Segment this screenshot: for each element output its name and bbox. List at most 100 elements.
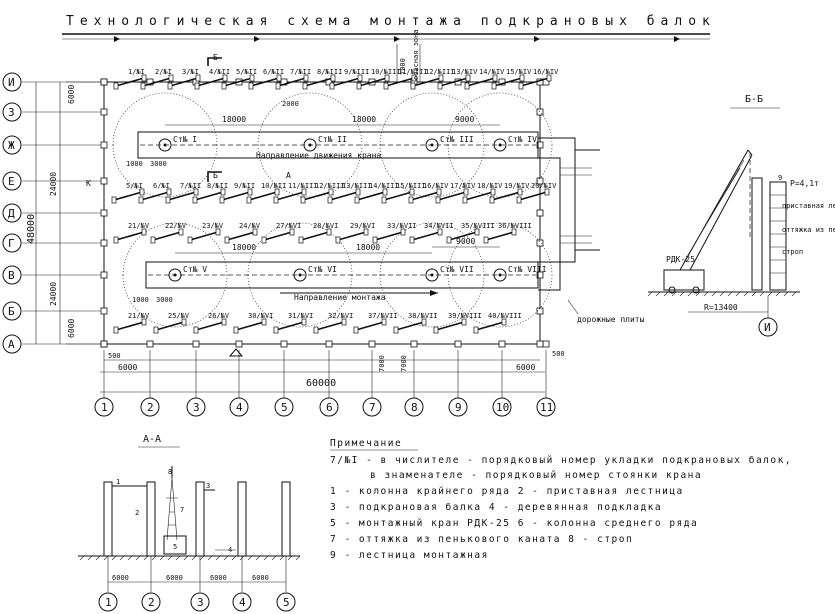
beam-b-5: 32/№VI xyxy=(313,312,353,334)
section-bb-title: Б-Б xyxy=(745,94,763,105)
beam-d-10: 36/№VIII xyxy=(483,222,532,244)
beam-label: 36/№VIII xyxy=(498,222,532,230)
row-axis-label: В xyxy=(8,269,15,282)
beam-b-9: 40/№VIII xyxy=(473,312,522,334)
row-axis-5: Г xyxy=(2,233,22,253)
direction-crane-label: Направление движения крана xyxy=(256,151,381,160)
beam-top-1: 2/№I xyxy=(140,68,174,90)
crane-stop-bottom-1: Ст№ V xyxy=(168,265,207,282)
bb-ladder-label: приставная лестница xyxy=(782,202,835,210)
aa-column-1 xyxy=(103,481,113,557)
beam-label: 38/№VII xyxy=(408,312,438,320)
beam-label: 8/№III xyxy=(317,68,342,76)
aa-axis-label: 1 xyxy=(105,596,112,609)
row-axis-label: Б xyxy=(8,305,15,318)
crane-body xyxy=(663,269,705,291)
row-axis-1: З xyxy=(2,102,22,122)
beam-e-15: 20/№IV xyxy=(516,182,557,204)
note-line-2: в знаменателе - порядковый номер стоянки… xyxy=(370,470,702,481)
beam-b-2: 26/№V xyxy=(193,312,230,334)
beam-e-13: 18/№IV xyxy=(462,182,503,204)
beam-label: 19/№IV xyxy=(504,182,530,190)
aa-axis-0: 1 xyxy=(98,592,118,612)
aa-num-7: 7 xyxy=(180,506,184,514)
section-mark-b-mid: Б xyxy=(213,171,218,180)
beam-e-10: 15/№III xyxy=(381,182,426,204)
beam-e-1: 6/№I xyxy=(138,182,172,204)
crane-stop-label: Ст№ I xyxy=(173,135,197,144)
beam-label: 6/№II xyxy=(263,68,284,76)
column-axis-label: 11 xyxy=(540,401,553,414)
row-axis-2: Ж xyxy=(2,135,22,155)
beam-label: 30/№VI xyxy=(248,312,273,320)
row-axis-label: Ж xyxy=(8,139,15,152)
beam-label: 9/№III xyxy=(344,68,369,76)
beam-label: 5/№II xyxy=(236,68,257,76)
dim-top-18000-b: 18000 xyxy=(352,115,376,124)
beam-label: 25/№V xyxy=(168,312,190,320)
dim-3000-bottom: 3000 xyxy=(156,296,173,304)
bottom-dim-right: 6000 xyxy=(516,363,535,372)
dim-1000-top: 1000 xyxy=(126,160,143,168)
aa-column-2 xyxy=(146,481,156,557)
drawing-title: Технологическая схема монтажа подкрановы… xyxy=(66,14,716,29)
beam-label: 32/№VI xyxy=(328,312,353,320)
column-axis-4: 5 xyxy=(274,397,294,417)
crane-model-label: РДК-25 xyxy=(666,255,695,264)
aa-num-8: 8 xyxy=(168,468,172,476)
crane-stop-label: Ст№ II xyxy=(318,135,347,144)
bottom-zone-left: 7000 xyxy=(378,355,386,372)
bottom-dim-left: 6000 xyxy=(118,363,137,372)
beam-b-4: 31/№VI xyxy=(273,312,313,334)
aa-axis-label: 3 xyxy=(197,596,204,609)
beam-label: 15/№IV xyxy=(506,68,532,76)
dim-mid-18000-b: 18000 xyxy=(356,243,380,252)
row-axis-label: Г xyxy=(8,237,15,250)
bottom-dimensions: 500 500 6000 60000 6000 7000 7000 xyxy=(100,350,565,393)
column-axis-8: 9 xyxy=(448,397,468,417)
beam-label: 6/№I xyxy=(153,182,170,190)
bottom-offset-left: 500 xyxy=(108,352,121,360)
bb-ladder xyxy=(769,181,787,291)
beam-d-9: 35/№VIII xyxy=(446,222,495,244)
crane-stop-top-1: Ст№ I xyxy=(158,135,197,152)
beam-label: 14/№IV xyxy=(479,68,505,76)
beam-label: 21/№V xyxy=(128,312,150,320)
beam-d-4: 27/№VI xyxy=(261,222,301,244)
column-axis-label: 9 xyxy=(455,401,462,414)
dim-1000-bottom: 1000 xyxy=(132,296,149,304)
beam-label: 37/№VII xyxy=(368,312,398,320)
beam-d-8: 34/№VII xyxy=(409,222,454,244)
left-dim-6000-bottom: 6000 xyxy=(67,319,76,338)
aa-num-2: 2 xyxy=(135,509,139,517)
beam-label: 17/№IV xyxy=(450,182,476,190)
beam-top-5: 6/№II xyxy=(248,68,284,90)
bottom-offset-right: 500 xyxy=(552,350,565,358)
bb-num-9: 9 xyxy=(778,174,782,182)
building-outline xyxy=(103,81,541,345)
aa-crane-mast xyxy=(166,477,178,541)
beam-b-0: 21/№V xyxy=(113,312,150,334)
aa-axis-label: 5 xyxy=(283,596,290,609)
column-axis-label: 10 xyxy=(496,401,509,414)
beam-label: 7/№II xyxy=(180,182,201,190)
crane-stop-top-2: Ст№ II xyxy=(303,135,347,152)
aa-dim-2: 6000 xyxy=(166,574,183,582)
beam-top-9: 10/№III xyxy=(356,68,401,90)
road-slabs-outline xyxy=(538,137,600,291)
beam-label: 16/№IV xyxy=(533,68,559,76)
beam-d-0: 21/№V xyxy=(113,222,150,244)
aa-column-4 xyxy=(237,481,247,557)
beam-d-5: 28/№VI xyxy=(298,222,338,244)
beam-label: 12/№III xyxy=(425,68,455,76)
beam-label: 4/№II xyxy=(209,68,230,76)
column-axis-9: 10 xyxy=(492,397,512,417)
beam-e-9: 14/№III xyxy=(354,182,399,204)
beam-top-11: 12/№III xyxy=(410,68,455,90)
column-axis-label: 5 xyxy=(281,401,288,414)
crane-path-top xyxy=(137,131,539,159)
aa-num-5: 5 xyxy=(173,543,177,551)
